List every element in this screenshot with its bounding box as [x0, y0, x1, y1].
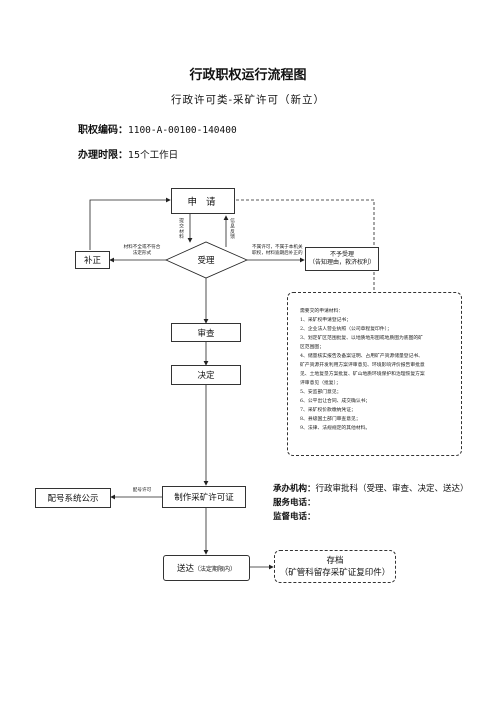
authority-code: 职权编码：1100-A-00100-140400 — [78, 121, 237, 136]
label-not-accept: 不属许可，不属于本机关 职权，材料逾期后补正的 — [252, 245, 304, 257]
required-materials-box: 需要交的申请材料： 1、采矿权申请登记书； 2、企业法人营业执照（公司章程复印件… — [287, 292, 462, 456]
materials-item: 评审意见（批复）； — [300, 381, 341, 386]
node-archive-note: （矿管科留存采矿证复印件） — [279, 567, 391, 578]
agency-supervise-phone: 监督电话： — [273, 512, 316, 522]
materials-item: 2、企业法人营业执照（公司章程复印件）； — [300, 327, 392, 332]
node-config-publicity: 配号系统公示 — [35, 488, 111, 508]
agency-service-phone: 服务电话： — [273, 498, 316, 508]
node-archive-title: 存档 — [326, 555, 344, 566]
label-incomplete-line2: 法定形式 — [132, 251, 152, 256]
page-title: 行政职权运行流程图 — [189, 68, 307, 83]
label-info-feedback: 信息反馈 — [229, 218, 234, 240]
materials-item: 矿产资源开发利用方案评审意见、环境影响评价报告审批意 — [300, 363, 425, 368]
node-apply: 申 请 — [171, 188, 235, 214]
time-limit-label: 办理时限： — [78, 150, 128, 161]
node-review: 审查 — [171, 323, 241, 342]
node-deliver-note: （法定期限内） — [194, 565, 237, 573]
materials-heading: 需要交的申请材料： — [300, 309, 344, 314]
agency-org-value: 行政审批科（受理、审查、决定、送达） — [315, 484, 469, 494]
node-supplement: 补正 — [75, 251, 110, 269]
node-reject-note: （告知理由，救济权利） — [308, 259, 375, 266]
node-reject-title: 不予受理 — [329, 251, 354, 258]
page-subtitle: 行政许可类-采矿许可（新立） — [170, 94, 326, 106]
authority-code-label: 职权编码： — [78, 125, 128, 136]
materials-item: 5、安监部门意见； — [300, 390, 342, 395]
node-issue-license: 制作采矿许可证 — [162, 486, 246, 508]
node-reject: 不予受理 （告知理由，救济权利） — [305, 247, 379, 271]
materials-item: 1、采矿权申请登记书； — [300, 318, 352, 323]
materials-item: 见、土地复垦方案批复、矿山地质环境保护和治理恢复方案 — [300, 372, 425, 377]
materials-item: 7、采矿权价款缴纳凭证； — [300, 408, 356, 413]
label-submit-materials: 提交材料 — [178, 218, 183, 240]
materials-item: 4、储量核实报告及备案证明、占用矿产资源储量登记书、 — [300, 354, 423, 359]
materials-item: 9、法律、法规规定的其他材料。 — [300, 426, 371, 431]
agency-org: 承办机构：行政审批科（受理、审查、决定、送达） — [273, 482, 469, 494]
time-limit: 办理时限：15个工作日 — [78, 146, 178, 161]
label-not-accept-line1: 不属许可，不属于本机关 — [252, 245, 303, 250]
arrow-supplement-back — [89, 197, 171, 250]
node-archive: 存档 （矿管科留存采矿证复印件） — [274, 550, 396, 583]
materials-item: 8、县级国土部门审查意见； — [300, 417, 361, 422]
node-deliver-title: 送达 — [176, 564, 194, 574]
materials-item: 3、划定矿区范围批复、以地质地形图或地质图为底图的矿 — [300, 336, 423, 341]
agency-org-label: 承办机构： — [273, 484, 316, 494]
materials-item: 6、公平出让合同、成交确认书； — [300, 399, 371, 404]
label-number-license: 配号许可 — [132, 488, 152, 493]
label-not-accept-line2: 职权，材料逾期后补正的 — [252, 251, 303, 256]
node-decide: 决定 — [171, 365, 241, 385]
materials-item: 区范围图； — [300, 345, 324, 350]
time-limit-value: 15个工作日 — [128, 150, 179, 161]
label-incomplete-line1: 材料不全或不符合 — [123, 245, 161, 250]
node-deliver: 送达（法定期限内） — [163, 555, 250, 581]
authority-code-value: 1100-A-00100-140400 — [128, 125, 237, 136]
label-incomplete: 材料不全或不符合 法定形式 — [118, 245, 166, 257]
node-accept-label: 受理 — [197, 256, 215, 266]
